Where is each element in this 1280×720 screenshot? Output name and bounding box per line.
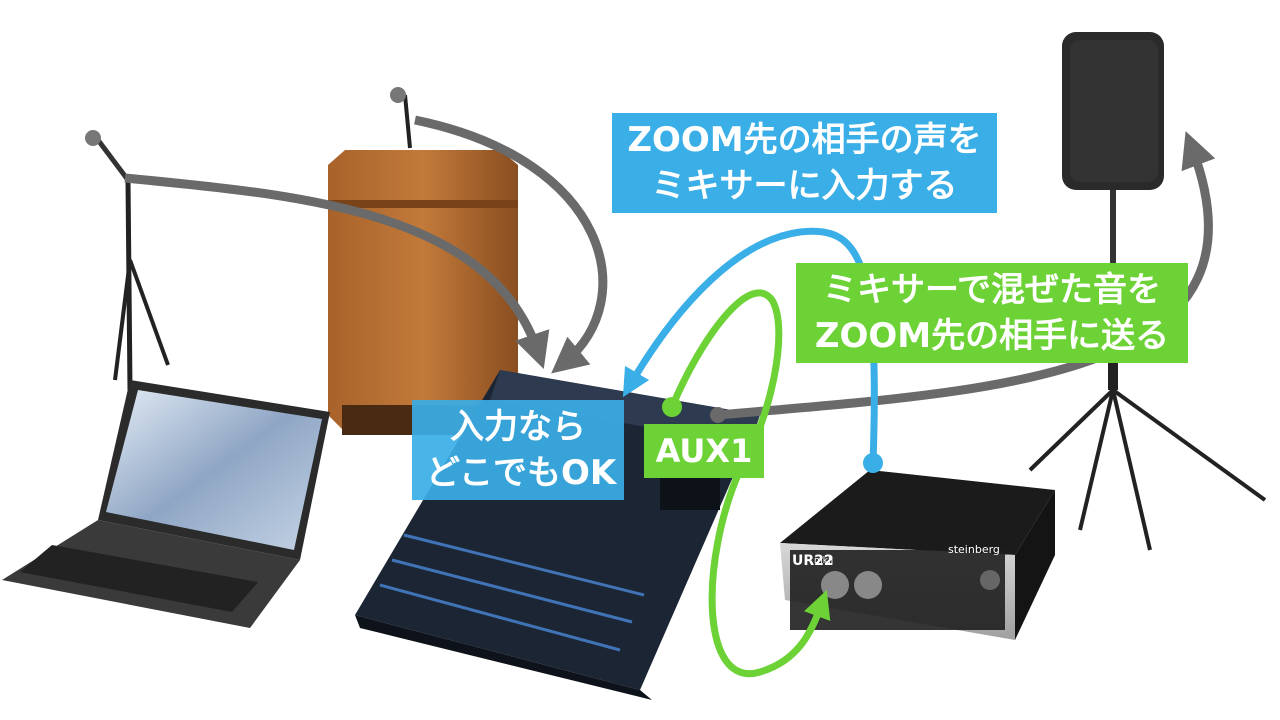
label-input-anywhere: 入力なら どこでもOK — [412, 400, 624, 500]
label-zoom-input-line-2: ミキサーに入力する — [651, 166, 958, 206]
label-zoom-output: ミキサーで混ぜた音を ZOOM先の相手に送る — [796, 263, 1188, 363]
speaker-output-dot — [710, 407, 726, 423]
interface-input-dot — [863, 453, 883, 473]
label-input-anywhere-line-2: どこでもOK — [426, 453, 617, 493]
label-aux1: AUX1 — [644, 424, 764, 478]
arrow-mic-left-to-mixer — [124, 173, 550, 370]
label-zoom-output-line-1: ミキサーで混ぜた音を — [823, 270, 1161, 310]
label-zoom-input-line-1: ZOOM先の相手の声を — [627, 120, 982, 160]
label-zoom-output-line-2: ZOOM先の相手に送る — [814, 316, 1170, 356]
speaker — [1028, 32, 1267, 551]
interface-model-text: UR22 — [792, 553, 834, 569]
audio-interface: UR22 mkII steinberg — [780, 470, 1055, 640]
mic-stand-left — [85, 130, 170, 391]
label-input-anywhere-line-1: 入力なら — [450, 407, 586, 447]
microphone-icon — [85, 130, 101, 146]
microphone-icon — [390, 87, 406, 103]
interface-mk-text: mkII — [814, 556, 833, 566]
aux1-output-dot — [662, 397, 682, 417]
laptop — [2, 380, 330, 628]
interface-brand-text: steinberg — [948, 543, 1000, 556]
label-zoom-input: ZOOM先の相手の声を ミキサーに入力する — [612, 113, 997, 213]
arrow-mic-podium-to-mixer — [414, 115, 608, 374]
